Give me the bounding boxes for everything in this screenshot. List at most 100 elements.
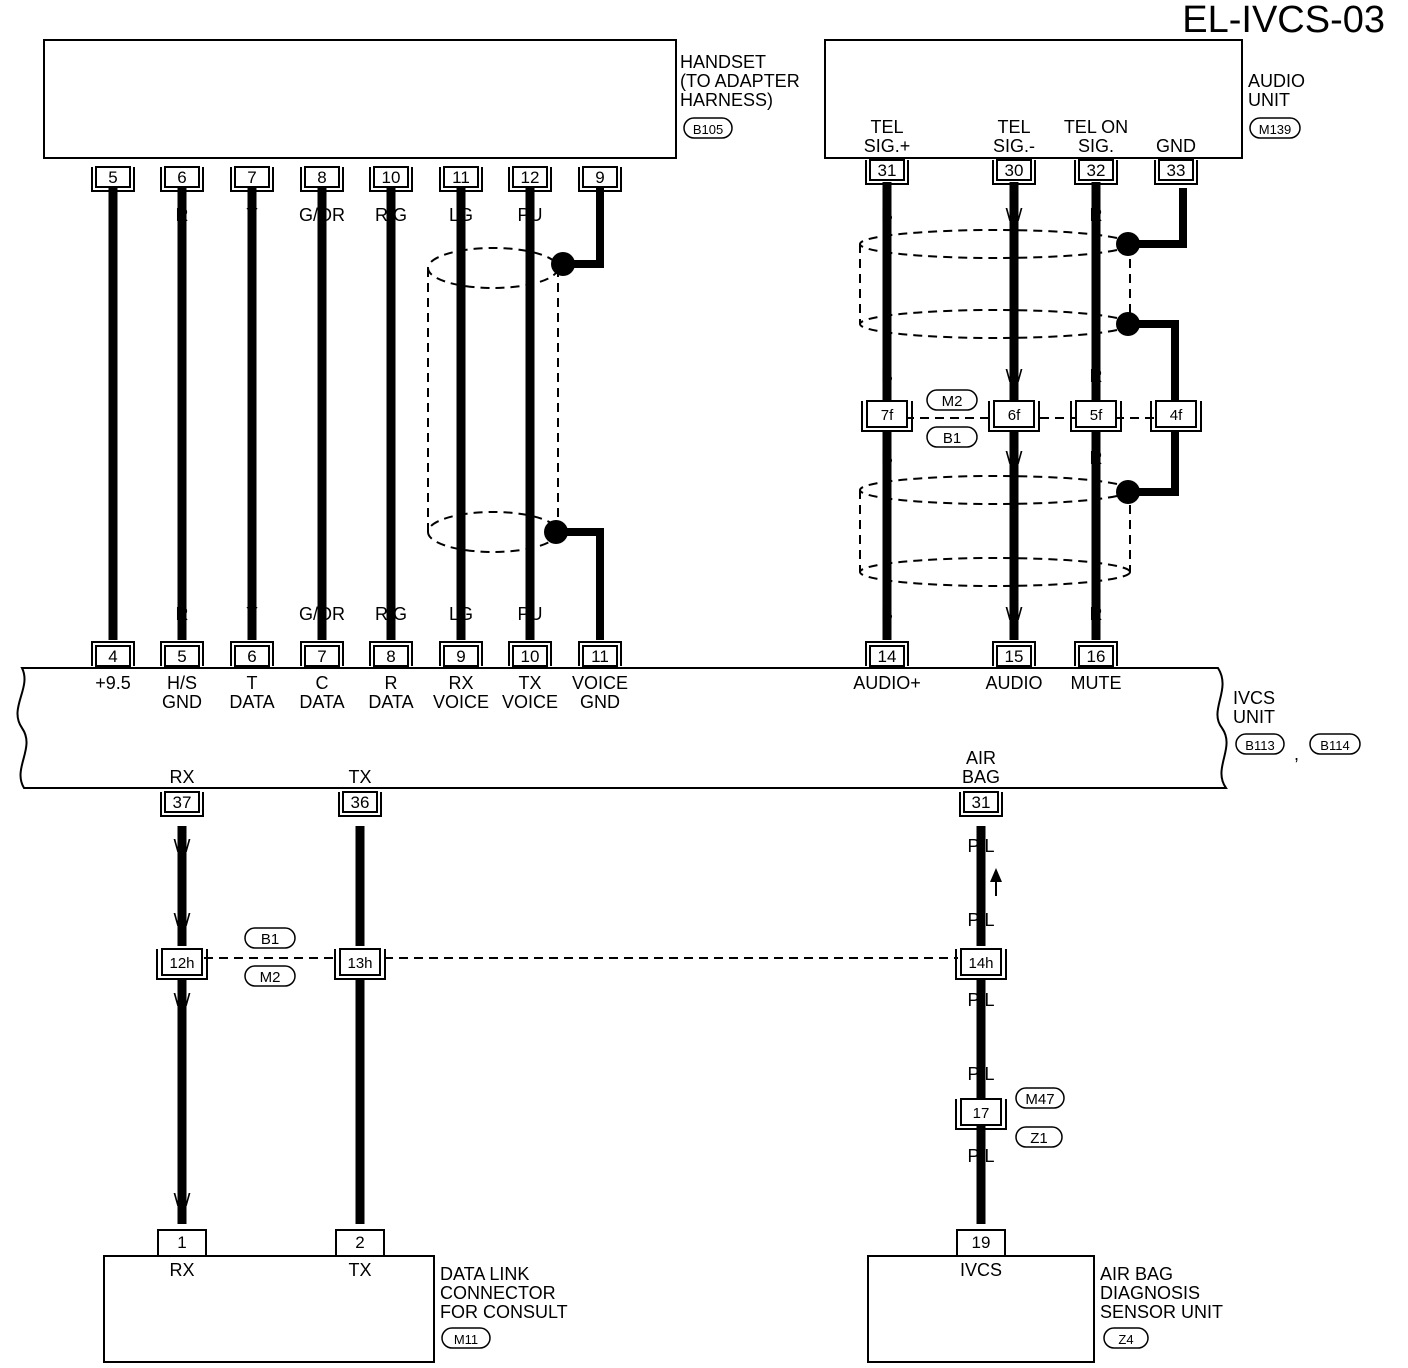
handset-pin-0-bracket — [91, 167, 135, 192]
handset-wire-color-bottom-1: R — [176, 604, 189, 624]
ivcs-lower-terminal-2-1: BAG — [962, 767, 1000, 787]
handset-pin-4-bracket — [369, 167, 413, 192]
ivcs-lower-pin-0-number: 37 — [173, 793, 192, 812]
handset-pin-4-box — [373, 166, 409, 188]
ivcs-pin-4-bracket — [369, 641, 413, 666]
ivcs-terminal-5-0: RX — [448, 673, 473, 693]
lower-wire-color-5-2: P/L — [967, 1146, 994, 1166]
ivcs-lower-terminal-1-0: TX — [348, 767, 371, 787]
ivcs-terminal-2-1: DATA — [229, 692, 274, 712]
audio-pin-0-number: 31 — [878, 161, 897, 180]
audio-wire-color-3-2: R — [1090, 448, 1103, 468]
ivcs-terminal-7-0: VOICE — [572, 673, 628, 693]
lower-joint-2-id: 14h — [968, 955, 993, 972]
audio-terminal-3-0: GND — [1156, 136, 1196, 156]
ivcs-audio-pin-1-number: 15 — [1005, 647, 1024, 666]
svg-text:CONNECTOR: CONNECTOR — [440, 1283, 556, 1303]
ivcs-pin-3-number: 7 — [317, 647, 326, 666]
mid-connector-ids: M47 Z1 — [1015, 1087, 1065, 1148]
handset-wire-color-top-6: PU — [517, 205, 542, 225]
audio-joint-3-id: 4f — [1170, 407, 1183, 424]
svg-text:DIAGNOSIS: DIAGNOSIS — [1100, 1283, 1200, 1303]
ivcs-audio-pin-0-number: 14 — [878, 647, 897, 666]
ivcs-pin-2-bracket — [230, 641, 274, 666]
device-terminal-0: RX — [169, 1260, 194, 1280]
audio-wire-color-1-1: W — [1006, 205, 1023, 225]
handset-wire-color-bottom-5: LG — [449, 604, 473, 624]
lower-joint-2-box — [960, 948, 1002, 976]
audio-joint-1-id: 6f — [1008, 407, 1021, 424]
ivcs-lower-pin-2-box — [963, 791, 999, 813]
handset-wire-color-top-2: Y — [246, 205, 258, 225]
handset-pin-6-bracket — [508, 167, 552, 192]
ivcs-unit-box — [16, 667, 1228, 789]
audio-wire-color-2-0: B — [881, 366, 893, 386]
ivcs-pin-3-bracket — [300, 641, 344, 666]
arrow-up-icon — [990, 868, 1002, 896]
ivcs-audio-terminal-1-0: AUDIO — [985, 673, 1042, 693]
ivcs-pin-0-box — [95, 645, 131, 667]
handset-pin-3-number: 8 — [317, 168, 326, 187]
device-pin-2-bracket — [956, 1229, 1006, 1256]
device-pin-1-bracket — [335, 1229, 385, 1256]
handset-pin-6-number: 12 — [521, 168, 540, 187]
audio-terminal-0-0: TEL — [870, 117, 903, 137]
device-pin-0-number: 1 — [177, 1233, 186, 1252]
ivcs-pin-1-number: 5 — [177, 647, 186, 666]
handset-wire-color-bottom-6: PU — [517, 604, 542, 624]
handset-wire-color-top-4: R/G — [375, 205, 407, 225]
lower-joint-0-id: 12h — [169, 955, 194, 972]
svg-text:UNIT: UNIT — [1233, 707, 1275, 727]
svg-text:M47: M47 — [1025, 1091, 1054, 1108]
ivcs-terminal-3-0: C — [316, 673, 329, 693]
audio-joint-connector-ids: M2 B1 — [926, 389, 978, 448]
svg-text:IVCS: IVCS — [1233, 688, 1275, 708]
audio-terminal-1-1: SIG.- — [993, 136, 1035, 156]
audio-pin-1-box — [996, 159, 1032, 181]
handset-pin-5-number: 11 — [452, 168, 470, 187]
ivcs-terminal-6-1: VOICE — [502, 692, 558, 712]
handset-pin-3-box — [304, 166, 340, 188]
ivcs-audio-terminal-0-0: AUDIO+ — [853, 673, 921, 693]
svg-text:AIR BAG: AIR BAG — [1100, 1264, 1173, 1284]
handset-connector-id: B105 — [693, 122, 723, 137]
handset-wire-color-top-1: R — [176, 205, 189, 225]
ivcs-lower-pin-2-bracket — [959, 792, 1003, 817]
handset-pin-2-box — [234, 166, 270, 188]
ivcs-pin-4-number: 8 — [386, 647, 395, 666]
ivcs-pin-7-number: 11 — [591, 647, 609, 666]
airbag-unit-box — [867, 1255, 1095, 1363]
shield-drains — [556, 188, 1187, 640]
ivcs-pin-6-box — [512, 645, 548, 667]
audio-unit-box — [824, 39, 1243, 159]
handset-wire-color-bottom-3: G/OR — [299, 604, 345, 624]
lower-wire-color-4-1: L — [355, 1190, 365, 1210]
lower-wire-color-4-2: P/L — [967, 1064, 994, 1084]
audio-joint-0-id: 7f — [881, 407, 894, 424]
lower-joint-connector-ids: B1 M2 — [244, 927, 296, 987]
audio-unit-label: AUDIO UNIT M139 — [1248, 71, 1305, 139]
ivcs-pin-5-box — [443, 645, 479, 667]
handset-pin-7-number: 9 — [595, 168, 604, 187]
svg-text:B1: B1 — [943, 430, 961, 447]
ivcs-terminal-7-1: GND — [580, 692, 620, 712]
ivcs-terminal-5-1: VOICE — [433, 692, 489, 712]
audio-pin-1-number: 30 — [1005, 161, 1024, 180]
svg-text:DATA LINK: DATA LINK — [440, 1264, 529, 1284]
ivcs-lower-pin-1-box — [342, 791, 378, 813]
mid-pin-2-bracket — [955, 1099, 1007, 1130]
audio-wire-color-1-0: B — [881, 205, 893, 225]
airbag-unit-label: AIR BAG DIAGNOSIS SENSOR UNIT Z4 — [1100, 1264, 1223, 1349]
airbag-connector-id: Z4 — [1118, 1332, 1133, 1347]
handset-wire-color-bottom-0: L — [108, 604, 118, 624]
handset-pin-4-number: 10 — [382, 168, 401, 187]
ivcs-pin-6-bracket — [508, 641, 552, 666]
ivcs-audio-pin-2-bracket — [1074, 641, 1118, 666]
ivcs-pin-3-box — [304, 645, 340, 667]
audio-pin-3-box — [1158, 159, 1194, 181]
ivcs-terminal-6-0: TX — [518, 673, 541, 693]
handset-pin-1-number: 6 — [177, 168, 186, 187]
shield-joints — [544, 232, 1140, 544]
ivcs-pin-0-bracket — [91, 641, 135, 666]
svg-text:B1: B1 — [261, 931, 279, 948]
